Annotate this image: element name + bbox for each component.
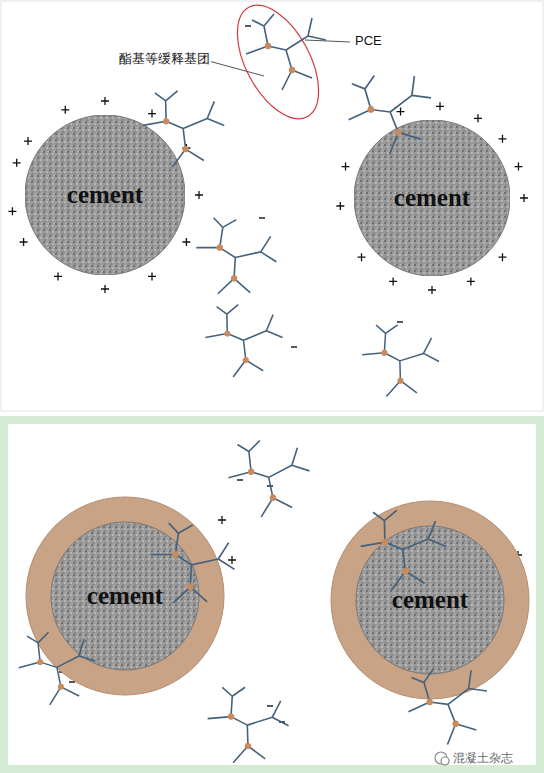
particle-label: cement <box>392 586 468 614</box>
pce-molecule <box>184 210 285 309</box>
pce-highlight-ellipse <box>221 0 336 132</box>
pce-molecule <box>199 300 286 384</box>
particle-label: cement <box>87 582 163 610</box>
charge-signs <box>8 26 528 765</box>
cement-particle: cement <box>25 496 225 696</box>
wechat-icon <box>435 752 449 765</box>
pce-molecule <box>225 438 311 521</box>
pce-molecule <box>246 14 326 90</box>
group-label: 酯基等缓释基团 <box>118 50 211 68</box>
pce-molecule <box>353 318 445 407</box>
molecule-label: PCE <box>354 33 383 48</box>
particle-label: cement <box>394 184 470 212</box>
particle-label: cement <box>67 181 143 209</box>
bottom-panel <box>4 420 540 769</box>
watermark: 混凝土杂志 <box>452 750 514 767</box>
leader-line <box>205 60 264 76</box>
cement-particle: cement <box>354 120 510 276</box>
cement-particle: cement <box>25 115 185 275</box>
leader-line <box>305 40 350 42</box>
pce-molecule <box>198 680 295 773</box>
cement-particle: cement <box>330 500 530 700</box>
top-panel <box>1 1 543 411</box>
